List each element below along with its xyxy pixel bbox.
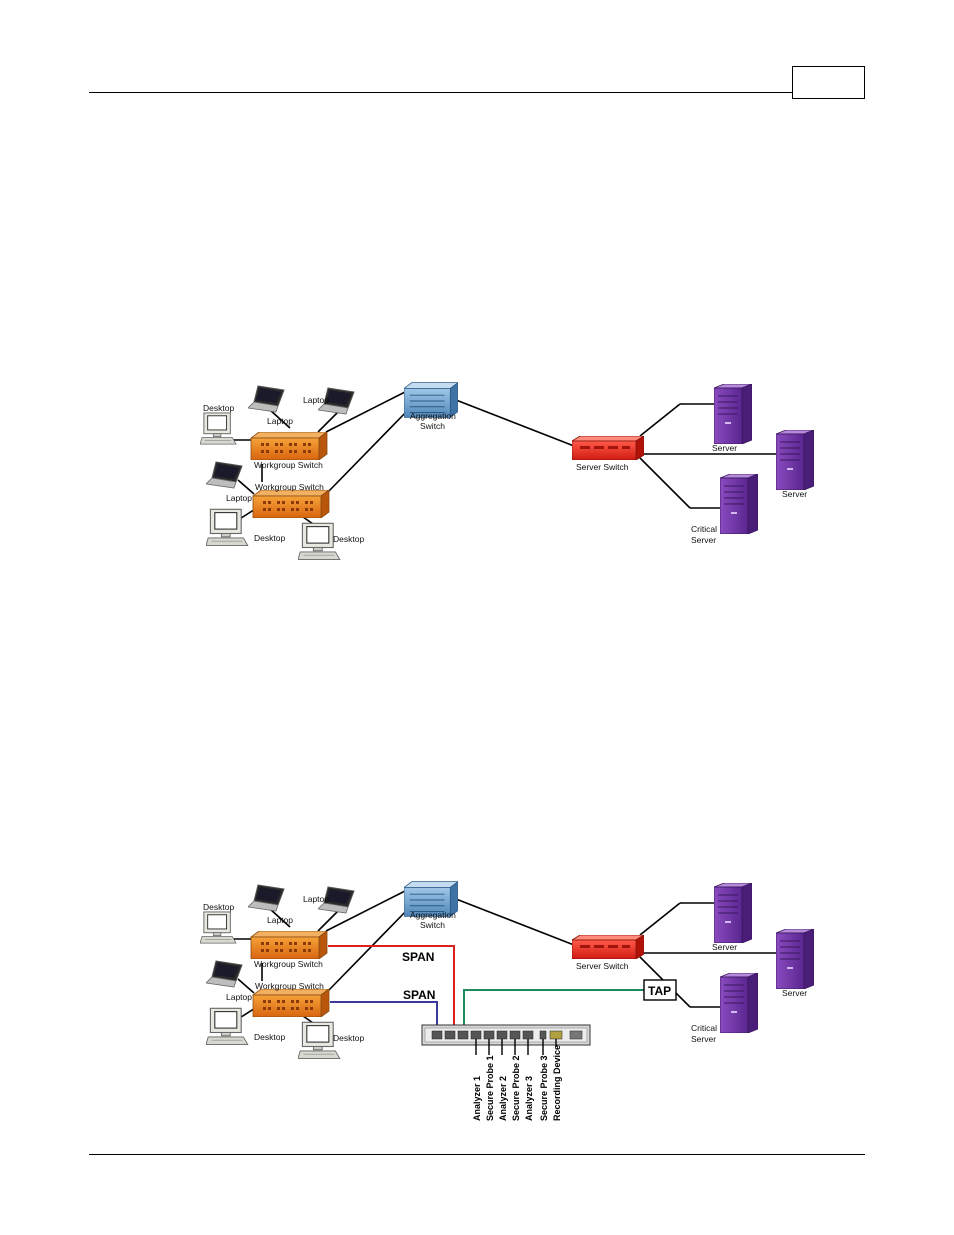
- network-diagram-2: TAP SPAN SPAN Analyzer 1 Secure Probe 1 …: [200, 881, 814, 1121]
- critical-server-icon: [720, 474, 758, 534]
- workgroup-switch-icon: [252, 490, 330, 518]
- critical-server-icon: [720, 973, 758, 1033]
- label-server: Server: [691, 535, 716, 545]
- label-switch: Switch: [420, 920, 445, 930]
- label-workgroup-switch: Workgroup Switch: [255, 482, 324, 492]
- label-desktop: Desktop: [203, 403, 234, 413]
- laptop-icon: [206, 960, 243, 988]
- network-diagram-1: Desktop Laptop Laptop Workgroup Switch W…: [200, 382, 814, 560]
- label-server: Server: [782, 489, 807, 499]
- label-critical: Critical: [691, 1023, 717, 1033]
- server-switch-icon: [572, 935, 644, 959]
- label-desktop: Desktop: [254, 1032, 285, 1042]
- label-laptop: Laptop: [226, 992, 252, 1002]
- label-server: Server: [712, 942, 737, 952]
- span-link-red: [328, 945, 455, 1031]
- label-laptop: Laptop: [303, 894, 329, 904]
- label-server: Server: [782, 988, 807, 998]
- desktop-icon: [206, 508, 249, 547]
- laptop-icon: [206, 461, 243, 489]
- label-laptop: Laptop: [267, 915, 293, 925]
- server-icon: [776, 929, 814, 989]
- label-switch: Switch: [420, 421, 445, 431]
- tap-link-green: [463, 989, 644, 1031]
- label-laptop: Laptop: [226, 493, 252, 503]
- label-laptop: Laptop: [303, 395, 329, 405]
- label-server: Server: [691, 1034, 716, 1044]
- label-workgroup-switch: Workgroup Switch: [254, 959, 323, 969]
- port-label-recording-device: Recording Device: [552, 1045, 562, 1121]
- tap-label: TAP: [648, 984, 671, 998]
- tap-box: TAP: [643, 979, 677, 1001]
- desktop-icon: [206, 1007, 249, 1046]
- server-icon: [776, 430, 814, 490]
- server-switch-icon: [572, 436, 644, 460]
- desktop-icon: [200, 911, 237, 944]
- port-label-secure-probe-1: Secure Probe 1: [485, 1055, 495, 1121]
- server-icon: [714, 384, 752, 444]
- port-label-analyzer-1: Analyzer 1: [472, 1076, 482, 1121]
- label-laptop: Laptop: [267, 416, 293, 426]
- port-label-secure-probe-2: Secure Probe 2: [511, 1055, 521, 1121]
- port-label-analyzer-2: Analyzer 2: [498, 1076, 508, 1121]
- workgroup-switch-icon: [250, 432, 328, 460]
- footer-rule: [89, 1154, 865, 1155]
- port-label-secure-probe-3: Secure Probe 3: [539, 1055, 549, 1121]
- label-workgroup-switch: Workgroup Switch: [255, 981, 324, 991]
- server-icon: [714, 883, 752, 943]
- aggregator-appliance: [421, 1024, 591, 1046]
- label-aggregation: Aggregation: [410, 910, 456, 920]
- label-desktop: Desktop: [203, 902, 234, 912]
- header-rule: [89, 92, 792, 93]
- laptop-icon: [248, 385, 285, 413]
- label-workgroup-switch: Workgroup Switch: [254, 460, 323, 470]
- desktop-icon: [200, 412, 237, 445]
- label-critical: Critical: [691, 524, 717, 534]
- label-desktop: Desktop: [333, 534, 364, 544]
- span-link-blue: [330, 1001, 438, 1031]
- span-label: SPAN: [402, 950, 434, 964]
- port-lines: [475, 1039, 557, 1055]
- laptop-icon: [248, 884, 285, 912]
- links: [232, 391, 778, 527]
- label-aggregation: Aggregation: [410, 411, 456, 421]
- port-row: [431, 1030, 583, 1040]
- page-number-box: [792, 66, 865, 99]
- workgroup-switch-icon: [252, 989, 330, 1017]
- span-label: SPAN: [403, 988, 435, 1002]
- label-server-switch: Server Switch: [576, 961, 629, 971]
- label-desktop: Desktop: [254, 533, 285, 543]
- port-label-analyzer-3: Analyzer 3: [524, 1076, 534, 1121]
- label-desktop: Desktop: [333, 1033, 364, 1043]
- label-server-switch: Server Switch: [576, 462, 629, 472]
- label-server: Server: [712, 443, 737, 453]
- workgroup-switch-icon: [250, 931, 328, 959]
